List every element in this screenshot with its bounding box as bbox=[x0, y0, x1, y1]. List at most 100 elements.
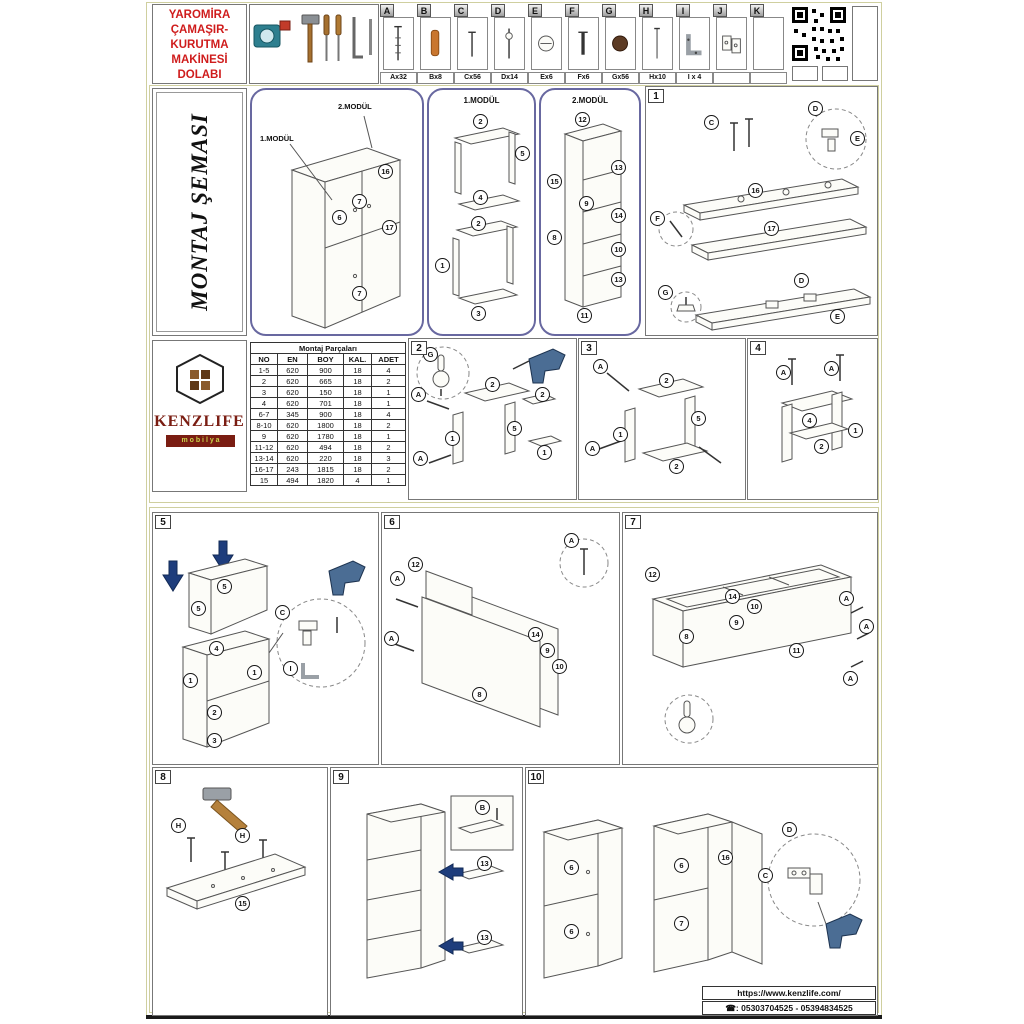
parts-cell: 1 bbox=[370, 474, 407, 486]
parts-cell: 4 bbox=[370, 408, 407, 420]
hardware-badge: D bbox=[808, 101, 823, 116]
parts-cell: 2 bbox=[370, 375, 407, 387]
step-number: 8 bbox=[155, 770, 171, 784]
part-badge: 1 bbox=[848, 423, 863, 438]
step-number: 9 bbox=[333, 770, 349, 784]
tools-illustration bbox=[253, 14, 372, 63]
part-badge: 2 bbox=[473, 114, 488, 129]
parts-cell: 1800 bbox=[307, 419, 344, 431]
part-badge: 17 bbox=[764, 221, 779, 236]
part-badge: 4 bbox=[802, 413, 817, 428]
module2-exploded-box: 2.MODÜL 12 13 15 9 8 14 10 13 11 bbox=[539, 88, 641, 336]
product-title-line: KURUTMA bbox=[170, 39, 229, 51]
parts-cell: 4 bbox=[250, 397, 278, 409]
hardware-count: I x 4 bbox=[676, 72, 713, 84]
parts-cell: 620 bbox=[277, 386, 308, 398]
part-badge: 17 bbox=[382, 220, 397, 235]
parts-cell: 620 bbox=[277, 430, 308, 442]
hardware-badge: D bbox=[782, 822, 797, 837]
part-badge: 11 bbox=[789, 643, 804, 658]
hardware-badge: D bbox=[794, 273, 809, 288]
parts-cell: 2 bbox=[370, 463, 407, 475]
parts-cell: 16-17 bbox=[250, 463, 278, 475]
part-badge: 13 bbox=[477, 856, 492, 871]
small-box bbox=[822, 66, 848, 81]
parts-cell: 900 bbox=[307, 408, 344, 420]
part-badge: 5 bbox=[507, 421, 522, 436]
step-number: 4 bbox=[750, 341, 766, 355]
parts-cell: 18 bbox=[343, 397, 372, 409]
parts-cell: 4 bbox=[370, 364, 407, 376]
hardware-count: Bx8 bbox=[417, 72, 454, 84]
step-9-panel: 9 B 13 13 bbox=[330, 767, 523, 1016]
parts-cell: 6-7 bbox=[250, 408, 278, 420]
phone-icon: ☎ bbox=[725, 1003, 736, 1013]
parts-cell: 2 bbox=[370, 441, 407, 453]
brand-name: KENZLIFE bbox=[154, 413, 245, 430]
part-badge: 5 bbox=[191, 601, 206, 616]
hardware-badge: C bbox=[275, 605, 290, 620]
hardware-badge: B bbox=[475, 800, 490, 815]
step2-drawing bbox=[416, 346, 566, 465]
bracket-icon bbox=[679, 17, 710, 70]
step-number: 6 bbox=[384, 515, 400, 529]
parts-cell: 15 bbox=[250, 474, 278, 486]
part-badge: 14 bbox=[528, 627, 543, 642]
hardware-letter: B bbox=[417, 4, 431, 17]
product-title-line: MAKİNESİ bbox=[171, 54, 228, 66]
hardware-count: Dx14 bbox=[491, 72, 528, 84]
hardware-badge: A bbox=[413, 451, 428, 466]
hardware-count bbox=[750, 72, 787, 84]
hardware-item: K bbox=[750, 4, 787, 84]
parts-cell: 701 bbox=[307, 397, 344, 409]
part-badge: 13 bbox=[477, 930, 492, 945]
step-4-panel: 4 A A 4 2 1 bbox=[747, 338, 878, 500]
step-8-panel: 8 H H 15 bbox=[152, 767, 328, 1016]
parts-cell: 345 bbox=[277, 408, 308, 420]
parts-cell: 1780 bbox=[307, 430, 344, 442]
step-7-panel: 7 12 14 10 9 8 11 A A A bbox=[622, 512, 878, 765]
cam-lock-icon bbox=[531, 17, 562, 70]
hardware-count: Hx10 bbox=[639, 72, 676, 84]
step-2-panel: 2 G A 2 1 5 2 1 A bbox=[408, 338, 577, 500]
phone-bar: ☎: 05303704525 - 05394834525 bbox=[702, 1001, 876, 1015]
hardware-badge: A bbox=[390, 571, 405, 586]
overview-wardrobe-box: 2.MODÜL 1.MODÜL 16 7 6 17 7 bbox=[250, 88, 424, 336]
parts-cell: 494 bbox=[277, 474, 308, 486]
step-number: 1 bbox=[648, 89, 664, 103]
website-url: https://www.kenzlife.com/ bbox=[737, 988, 841, 998]
step8-drawing bbox=[165, 787, 307, 910]
phone-numbers: : 05303704525 - 05394834525 bbox=[735, 1003, 853, 1013]
hardware-badge: A bbox=[585, 441, 600, 456]
hardware-badge: A bbox=[859, 619, 874, 634]
part-badge: 16 bbox=[718, 850, 733, 865]
parts-cell: 1 bbox=[370, 397, 407, 409]
part-badge: 12 bbox=[645, 567, 660, 582]
module2-exploded-drawing bbox=[563, 123, 623, 308]
hardware-count: Ax32 bbox=[380, 72, 417, 84]
parts-cell: 18 bbox=[343, 419, 372, 431]
module2-label: 2.MODÜL bbox=[338, 102, 372, 111]
hardware-count: Cx56 bbox=[454, 72, 491, 84]
hardware-badge: A bbox=[839, 591, 854, 606]
part-badge: 1 bbox=[445, 431, 460, 446]
parts-cell: 18 bbox=[343, 386, 372, 398]
module1-exploded-box: 1.MODÜL 2 5 4 2 1 3 bbox=[427, 88, 536, 336]
part-badge: 12 bbox=[575, 112, 590, 127]
website-bar: https://www.kenzlife.com/ bbox=[702, 986, 876, 1000]
step-number: 2 bbox=[411, 341, 427, 355]
hardware-item: E Ex6 bbox=[528, 4, 565, 84]
parts-cell: 665 bbox=[307, 375, 344, 387]
part-badge: 6 bbox=[674, 858, 689, 873]
hardware-badge: I bbox=[283, 661, 298, 676]
product-title-line: DOLABI bbox=[177, 69, 222, 81]
hardware-count: Ex6 bbox=[528, 72, 565, 84]
hardware-badge: A bbox=[776, 365, 791, 380]
part-badge: 14 bbox=[611, 208, 626, 223]
col-header: NO bbox=[250, 353, 278, 365]
wardrobe-drawing bbox=[289, 115, 402, 329]
parts-cell: 1-5 bbox=[250, 364, 278, 376]
